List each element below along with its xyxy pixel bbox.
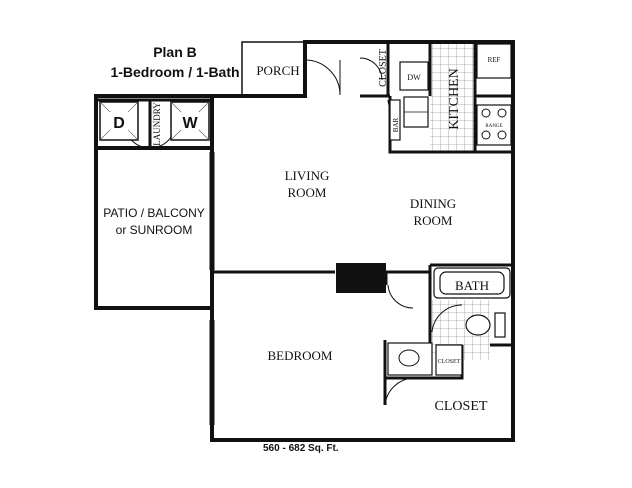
interior-walls: [96, 42, 513, 405]
bar-counter: [389, 99, 401, 141]
kitchen-label: KITCHEN: [447, 68, 462, 129]
plan-name: Plan B: [153, 44, 197, 60]
fireplace: [336, 263, 386, 293]
dining-label-2: ROOM: [413, 213, 452, 228]
patio-label-1: PATIO / BALCONY: [103, 206, 205, 220]
bath-label: BATH: [455, 278, 489, 293]
range: [476, 104, 512, 146]
porch-label: PORCH: [256, 63, 299, 78]
toilet: [465, 314, 491, 336]
kitchen-tile: [430, 42, 475, 152]
porch-outline: [241, 41, 305, 96]
washer-label: W: [182, 115, 198, 132]
dining-label-1: DINING: [410, 196, 456, 211]
bath-closet-label: CLOSET: [438, 359, 461, 365]
closet-bedroom-label: CLOSET: [435, 399, 488, 414]
laundry-label: LAUNDRY: [152, 102, 162, 146]
patio-label-2: or SUNROOM: [116, 223, 193, 237]
area-label: 560 - 682 Sq. Ft.: [263, 443, 339, 454]
dishwasher: [399, 61, 429, 91]
closet-top-label: CLOSET: [378, 49, 389, 87]
refrigerator: [476, 43, 512, 79]
dryer-label: D: [113, 115, 125, 132]
range-label: RANGE: [485, 124, 502, 129]
ref-label: REF: [488, 56, 501, 64]
burners: [481, 108, 507, 140]
living-label-2: ROOM: [287, 185, 326, 200]
living-label-1: LIVING: [285, 168, 330, 183]
bedroom-label: BEDROOM: [267, 348, 332, 363]
plan-type: 1-Bedroom / 1-Bath: [110, 64, 240, 80]
bath-closet: [435, 344, 463, 376]
bathtub: [433, 267, 511, 299]
windows: [95, 150, 215, 425]
bar-label: BAR: [392, 117, 400, 132]
dw-label: DW: [407, 73, 421, 82]
